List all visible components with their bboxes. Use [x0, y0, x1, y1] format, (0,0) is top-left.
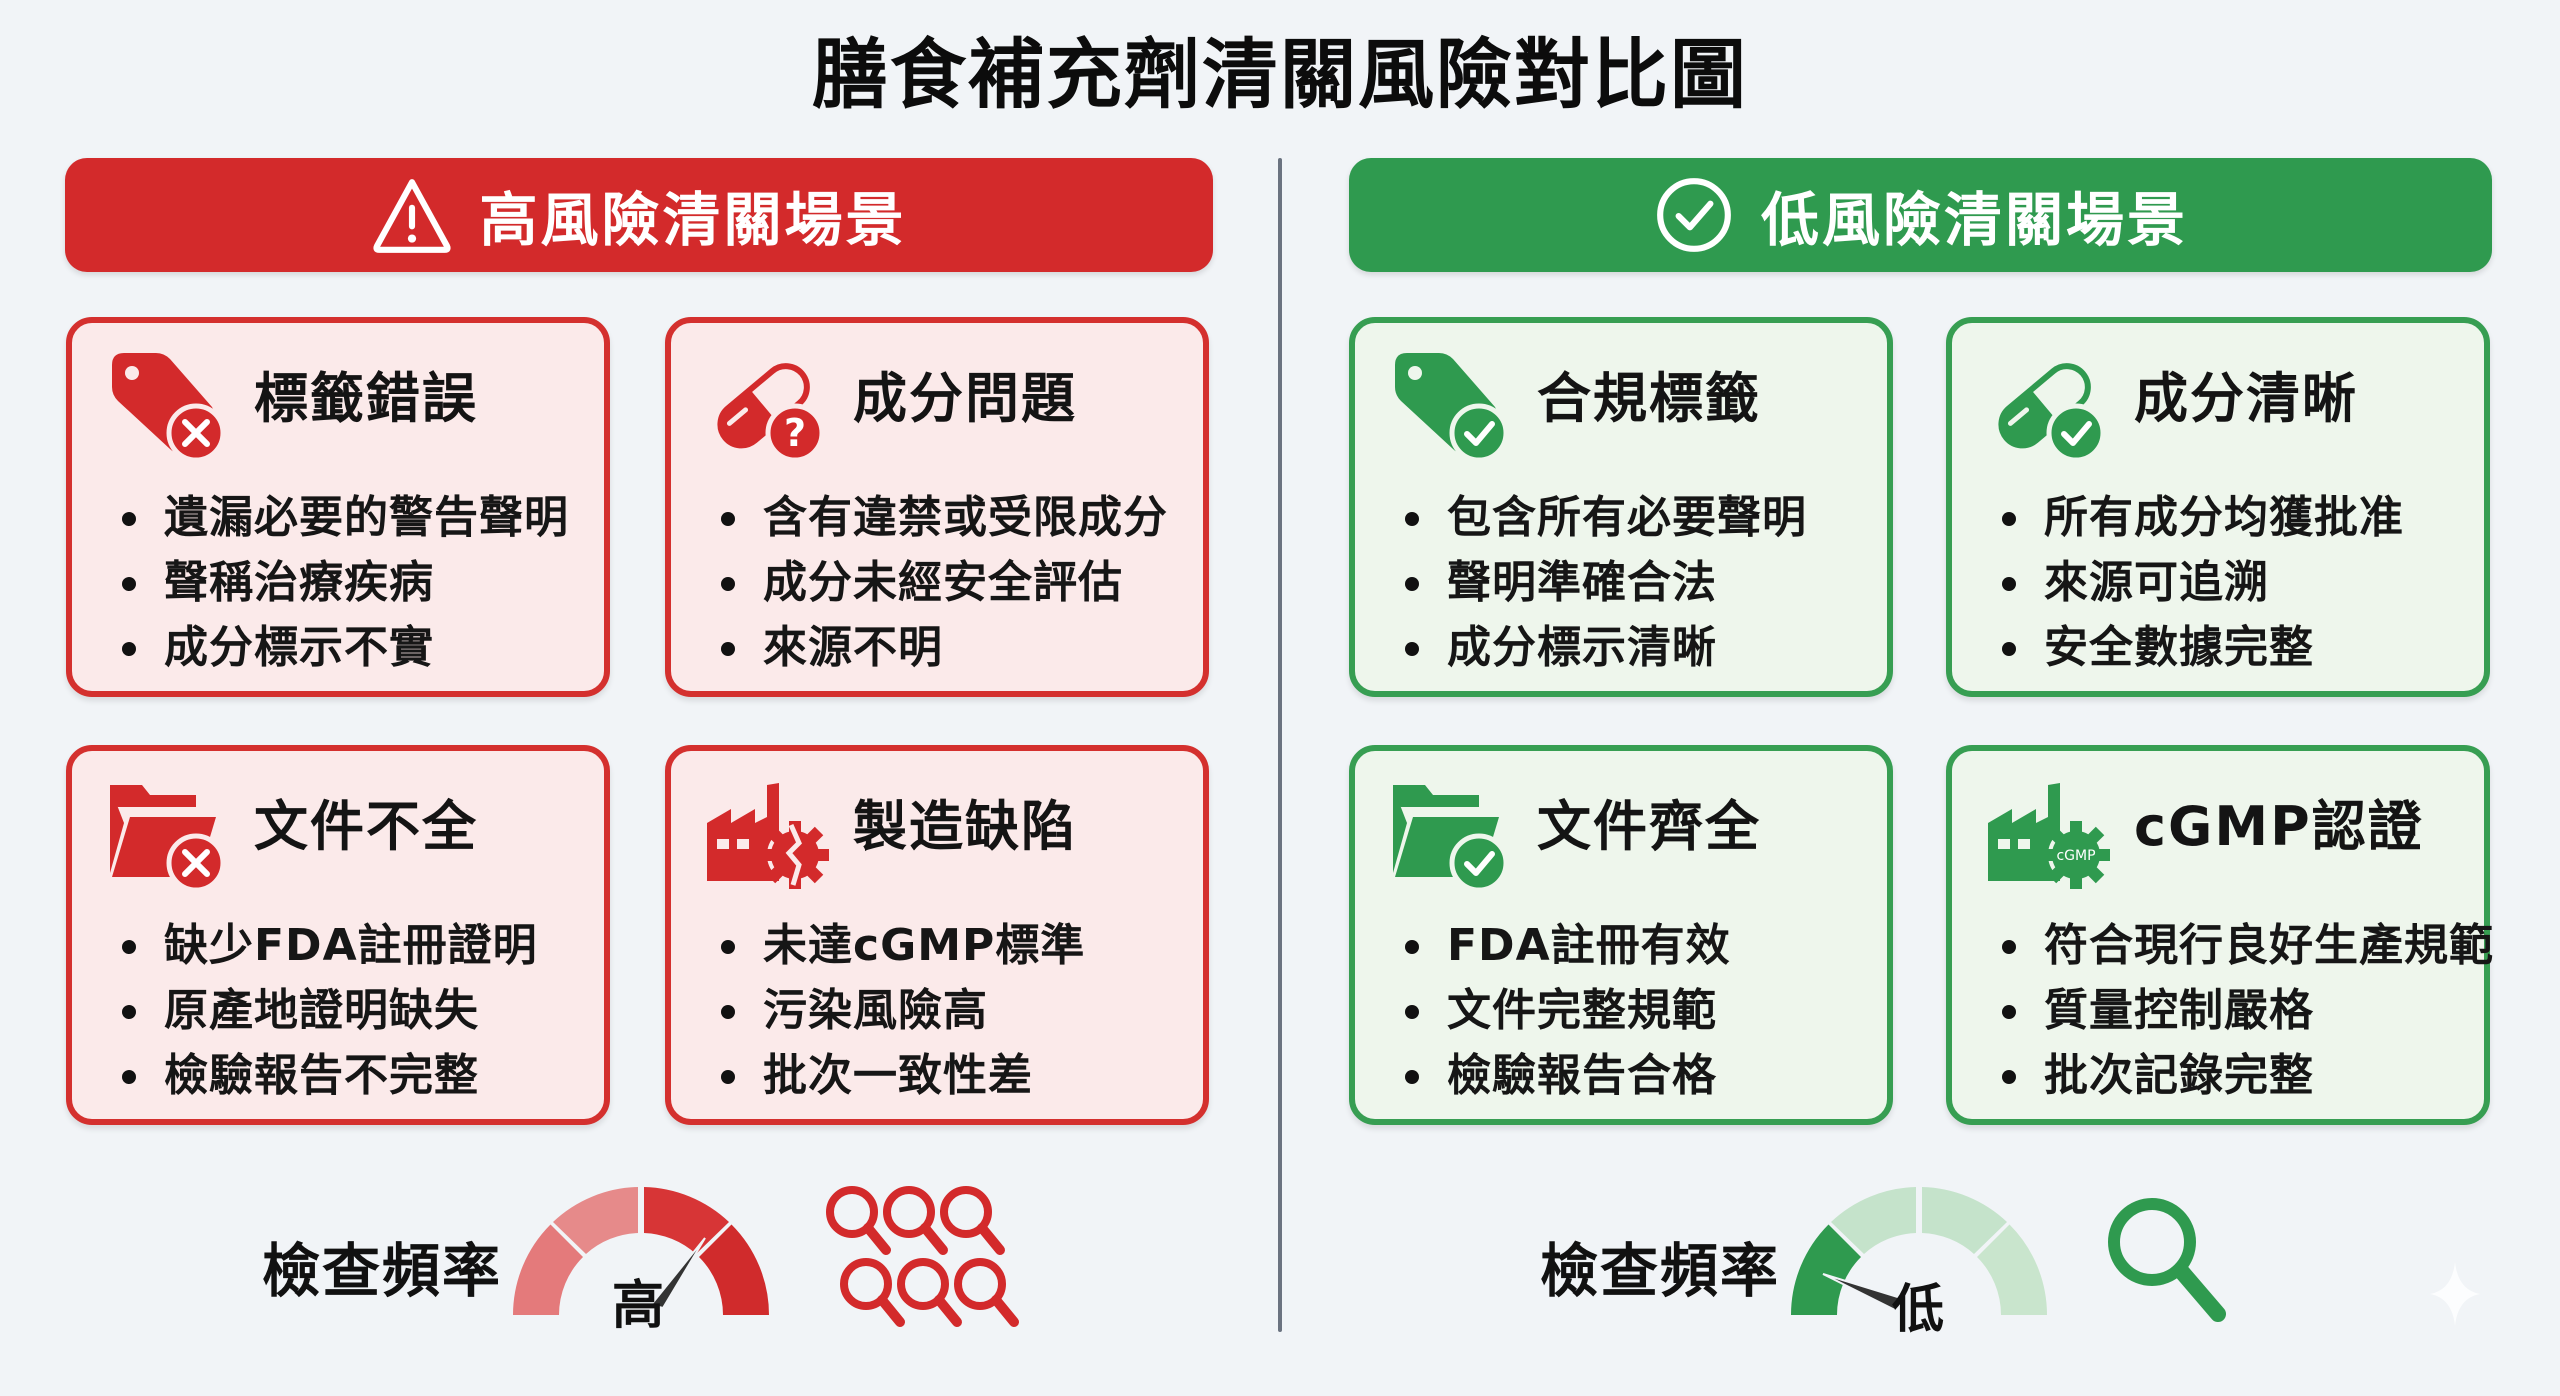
card-title: cGMP認證	[2134, 795, 2424, 858]
magnifier-icon	[883, 1186, 948, 1255]
high-risk-header: 高風險清關場景	[65, 158, 1213, 272]
list-item: 含有違禁或受限成分	[715, 485, 1168, 550]
list-item: 質量控制嚴格	[1996, 978, 2494, 1043]
factory-broken-gear-icon	[707, 783, 829, 889]
list-item: 批次記錄完整	[1996, 1043, 2494, 1108]
list-item: 來源不明	[715, 615, 1168, 680]
page-title: 膳食補充劑清關風險對比圖	[812, 30, 1748, 119]
card-list: 包含所有必要聲明 聲明準確合法 成分標示清晰	[1399, 485, 1807, 680]
low-gauge-icon	[1791, 1187, 2047, 1315]
list-item: 成分標示清晰	[1399, 615, 1807, 680]
card-title: 成分問題	[853, 367, 1077, 430]
gear-text: cGMP	[2056, 848, 2095, 864]
list-item: 安全數據完整	[1996, 615, 2404, 680]
check-circle-icon	[1657, 178, 1731, 252]
low-inspection-label: 檢查頻率	[1540, 1237, 1781, 1305]
list-item: 污染風險高	[715, 978, 1085, 1043]
factory-cgmp-gear-icon: cGMP	[1988, 783, 2110, 889]
magnifier-icon	[826, 1186, 891, 1255]
card-list: 未達cGMP標準 污染風險高 批次一致性差	[715, 913, 1085, 1108]
tag-check-icon	[1395, 353, 1509, 463]
card-label-error: 標籤錯誤 遺漏必要的警告聲明 聲稱治療疾病 成分標示不實	[66, 317, 610, 697]
card-title: 成分清晰	[2134, 367, 2358, 430]
magnifier-icon	[2108, 1198, 2226, 1322]
list-item: 批次一致性差	[715, 1043, 1085, 1108]
card-cgmp-certified: cGMP cGMP認證 符合現行良好生產規範 質量控制嚴格 批次記錄完整	[1946, 745, 2493, 1125]
magnifier-icon	[840, 1258, 905, 1327]
list-item: 檢驗報告不完整	[116, 1043, 538, 1108]
card-title: 文件齊全	[1537, 795, 1761, 858]
high-inspection-label: 檢查頻率	[262, 1237, 503, 1305]
card-list: 缺少FDA註冊證明 原產地證明缺失 檢驗報告不完整	[116, 913, 538, 1108]
magnifier-icon	[940, 1186, 1005, 1255]
list-item: 所有成分均獲批准	[1996, 485, 2404, 550]
list-item: 檢驗報告合格	[1399, 1043, 1731, 1108]
list-item: 成分標示不實	[116, 615, 569, 680]
list-item: FDA註冊有效	[1399, 913, 1731, 978]
folder-check-icon	[1393, 785, 1509, 893]
card-list: 符合現行良好生產規範 質量控制嚴格 批次記錄完整	[1996, 913, 2494, 1108]
list-item: 未達cGMP標準	[715, 913, 1085, 978]
list-item: 文件完整規範	[1399, 978, 1731, 1043]
low-risk-header-label: 低風險清關場景	[1760, 186, 2188, 254]
center-divider	[1278, 158, 1282, 1332]
card-title: 合規標籤	[1537, 367, 1761, 430]
list-item: 聲稱治療疾病	[116, 550, 569, 615]
list-item: 包含所有必要聲明	[1399, 485, 1807, 550]
capsule-check-icon	[1998, 363, 2106, 463]
multiple-magnifiers-icon	[826, 1186, 1019, 1327]
high-gauge-level: 高	[612, 1276, 665, 1336]
high-risk-header-label: 高風險清關場景	[479, 186, 907, 254]
list-item: 原產地證明缺失	[116, 978, 538, 1043]
list-item: 成分未經安全評估	[715, 550, 1168, 615]
card-list: 含有違禁或受限成分 成分未經安全評估 來源不明	[715, 485, 1168, 680]
card-title: 標籤錯誤	[254, 367, 478, 430]
folder-x-icon	[110, 785, 226, 893]
tag-x-icon	[112, 353, 226, 463]
high-gauge-icon	[513, 1187, 769, 1315]
card-incomplete-docs: 文件不全 缺少FDA註冊證明 原產地證明缺失 檢驗報告不完整	[66, 745, 610, 1125]
list-item: 遺漏必要的警告聲明	[116, 485, 569, 550]
warning-triangle-icon	[373, 179, 452, 253]
card-title: 製造缺陷	[853, 795, 1077, 858]
low-gauge-level: 低	[1892, 1280, 1945, 1340]
card-clear-ingredients: 成分清晰 所有成分均獲批准 來源可追溯 安全數據完整	[1946, 317, 2490, 697]
card-ingredient-issue: ? 成分問題 含有違禁或受限成分 成分未經安全評估 來源不明	[665, 317, 1209, 697]
magnifier-icon	[954, 1258, 1019, 1327]
card-manufacturing-defect: 製造缺陷 未達cGMP標準 污染風險高 批次一致性差	[665, 745, 1209, 1125]
list-item: 聲明準確合法	[1399, 550, 1807, 615]
card-list: 所有成分均獲批准 來源可追溯 安全數據完整	[1996, 485, 2404, 680]
svg-text:?: ?	[784, 411, 806, 455]
list-item: 符合現行良好生產規範	[1996, 913, 2494, 978]
card-list: 遺漏必要的警告聲明 聲稱治療疾病 成分標示不實	[116, 485, 569, 680]
card-title: 文件不全	[254, 795, 478, 858]
sparkle-icon	[2430, 1262, 2480, 1326]
magnifier-icon	[897, 1258, 962, 1327]
card-complete-docs: 文件齊全 FDA註冊有效 文件完整規範 檢驗報告合格	[1349, 745, 1893, 1125]
card-compliant-label: 合規標籤 包含所有必要聲明 聲明準確合法 成分標示清晰	[1349, 317, 1893, 697]
low-risk-header: 低風險清關場景	[1349, 158, 2492, 272]
list-item: 來源可追溯	[1996, 550, 2404, 615]
list-item: 缺少FDA註冊證明	[116, 913, 538, 978]
capsule-question-icon: ?	[717, 363, 825, 463]
card-list: FDA註冊有效 文件完整規範 檢驗報告合格	[1399, 913, 1731, 1108]
